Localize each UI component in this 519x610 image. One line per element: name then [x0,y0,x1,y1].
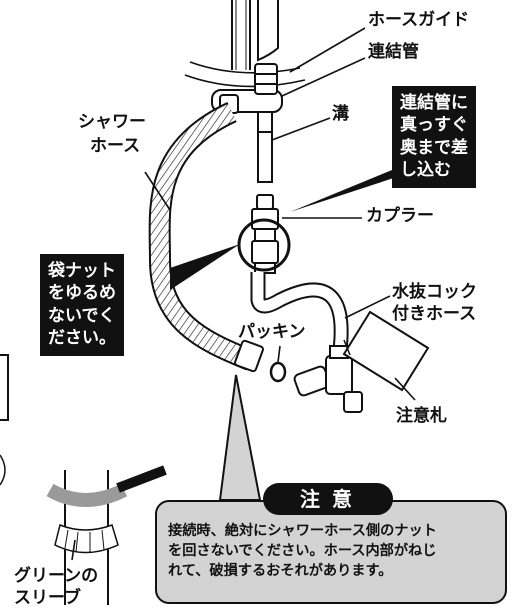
caution-title: 注意 [263,483,393,515]
caution-pointer [218,374,262,501]
drain-cock-valve [293,345,363,413]
label-groove: 溝 [332,104,349,124]
label-green-sleeve-line2: スリーブ [14,588,81,608]
label-caution-tag: 注意札 [396,406,447,426]
coupler [251,194,279,274]
hose-end-nut [234,339,264,373]
callout-loosen-nut-line: ないでく [48,305,116,326]
callout-insert-pipe-line: 奥まで差 [400,137,468,158]
caution-text-line: 接続時、絶対にシャワーホース側のナット [168,523,437,539]
callout-loosen-nut-line: ださい。 [48,328,116,349]
callout-insert-pipe-line: し込む [400,160,451,181]
callout-insert-pipe-line: 連結管に [400,93,468,113]
label-shower-hose-line1: シャワー [78,112,146,132]
caution-note-box [155,500,507,604]
callout-loosen-nut-line: をゆるめ [48,283,116,304]
caution-text-line: を回さないでください。ホース内部がねじ [168,542,437,559]
leader-lines [71,27,416,561]
callout-loosen-nut: 袋ナット をゆるめ ないでく ださい。 [40,254,124,356]
callout-loosen-nut-line: 袋ナット [48,261,116,281]
label-packing: パッキン [238,322,306,342]
label-drain-cock-hose-line2: 付きホース [392,304,477,324]
packing-ring [269,361,287,383]
callout-pointer-lower [170,244,240,290]
label-hose-guide: ホースガイド [368,10,470,30]
faucet-pipes [184,0,306,88]
nut-highlight-circle [237,218,291,272]
label-green-sleeve-line1: グリーンの [14,566,99,586]
callout-insert-pipe-line: 真っすぐ [400,115,468,136]
caution-tag-shape [342,310,430,392]
label-connecting-pipe: 連結管 [368,42,419,62]
label-drain-cock-hose-line1: 水抜コック [392,282,477,302]
connecting-pipe [257,111,273,183]
caution-text: 接続時、絶対にシャワーホース側のナット を回さないでください。ホース内部がねじ … [168,522,504,582]
drain-cock-hose [250,272,349,360]
green-sleeve-inset [46,465,167,605]
label-coupler: カプラー [366,206,434,226]
label-shower-hose-line2: ホース [90,136,141,156]
callout-pointer-upper [290,170,418,212]
callout-insert-pipe: 連結管に 真っすぐ 奥まで差 し込む [392,86,476,188]
caution-text-line: れて、破損するおそれがあります。 [168,562,393,579]
